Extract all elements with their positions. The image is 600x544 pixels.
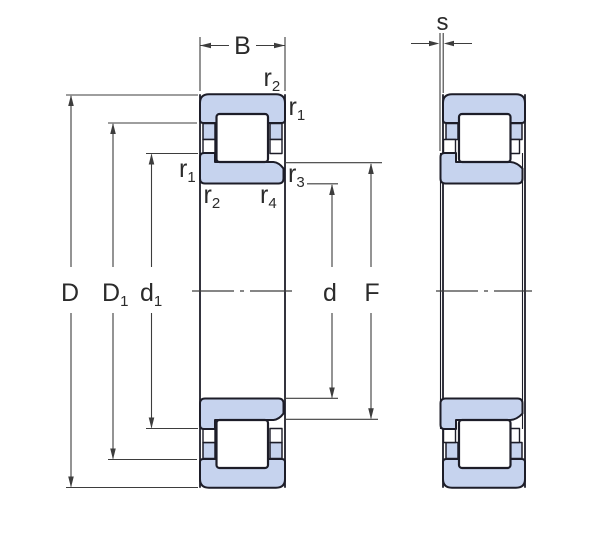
outer-ring-flange xyxy=(445,122,459,141)
arrowhead xyxy=(368,163,374,174)
dim-label-D1: D1 xyxy=(102,279,128,310)
outer-ring-flange xyxy=(202,122,216,141)
dim-D: D xyxy=(61,94,198,489)
cage xyxy=(202,427,216,444)
dim-label-s: s xyxy=(437,9,449,36)
arrowhead xyxy=(110,448,116,460)
dim-label-D: D xyxy=(61,279,79,307)
inner-ring xyxy=(199,152,285,185)
dim-D1: D1 xyxy=(102,122,197,461)
outer-ring-flange xyxy=(445,441,459,460)
bottom-half-section xyxy=(199,397,286,489)
outer-ring-flange xyxy=(269,441,283,460)
dim-label-r1-outer-side: r1 xyxy=(289,93,306,124)
dim-label-r2-outer-top: r2 xyxy=(264,64,281,95)
inner-ring xyxy=(439,152,524,185)
arrowhead xyxy=(200,42,211,49)
top-half-section xyxy=(439,93,526,185)
cage xyxy=(442,427,457,444)
dim-d1: d1 xyxy=(140,152,198,430)
radius-labels: r2 r1 r1 r2 r4 r3 xyxy=(179,64,305,212)
arrowhead xyxy=(148,153,155,165)
dim-label-F: F xyxy=(364,279,379,307)
roller xyxy=(457,112,512,164)
arrowhead xyxy=(443,40,454,47)
dim-F: F xyxy=(284,162,382,420)
dimensions: B D D1 d xyxy=(61,9,472,489)
dim-label-d: d xyxy=(323,279,337,307)
cage xyxy=(269,138,283,155)
outer-ring-flange xyxy=(509,441,523,460)
arrowhead xyxy=(429,40,440,47)
arrowhead xyxy=(329,387,335,399)
right-view xyxy=(436,93,532,489)
dim-label-r3-recess: r3 xyxy=(288,160,305,191)
cage xyxy=(442,138,457,155)
roller xyxy=(215,418,270,470)
inner-ring xyxy=(199,397,285,430)
bottom-half-section xyxy=(439,397,526,489)
dim-B: B xyxy=(199,32,286,91)
arrowhead xyxy=(68,95,74,106)
roller xyxy=(457,418,512,470)
dim-label-r2-inner-bottom: r2 xyxy=(204,181,221,212)
roller xyxy=(215,112,270,164)
top-half-section xyxy=(199,93,286,185)
cage xyxy=(202,138,216,155)
inner-ring xyxy=(439,397,524,430)
left-view xyxy=(192,93,296,489)
outer-ring-flange xyxy=(202,441,216,460)
dim-label-r4-recess: r4 xyxy=(260,181,277,212)
arrowhead xyxy=(68,476,74,488)
dim-d: d xyxy=(284,183,338,399)
arrowhead xyxy=(368,408,374,420)
arrowhead xyxy=(110,123,116,134)
dim-label-r1-inner-side: r1 xyxy=(179,155,196,186)
arrowhead xyxy=(329,184,335,195)
arrowhead xyxy=(274,42,285,49)
dim-label-B: B xyxy=(234,32,251,60)
outer-ring-flange xyxy=(509,122,523,141)
cage xyxy=(269,427,283,444)
dim-label-d1: d1 xyxy=(140,279,162,310)
outer-ring-flange xyxy=(269,122,283,141)
dim-s: s xyxy=(411,9,472,151)
arrowhead xyxy=(148,417,155,429)
